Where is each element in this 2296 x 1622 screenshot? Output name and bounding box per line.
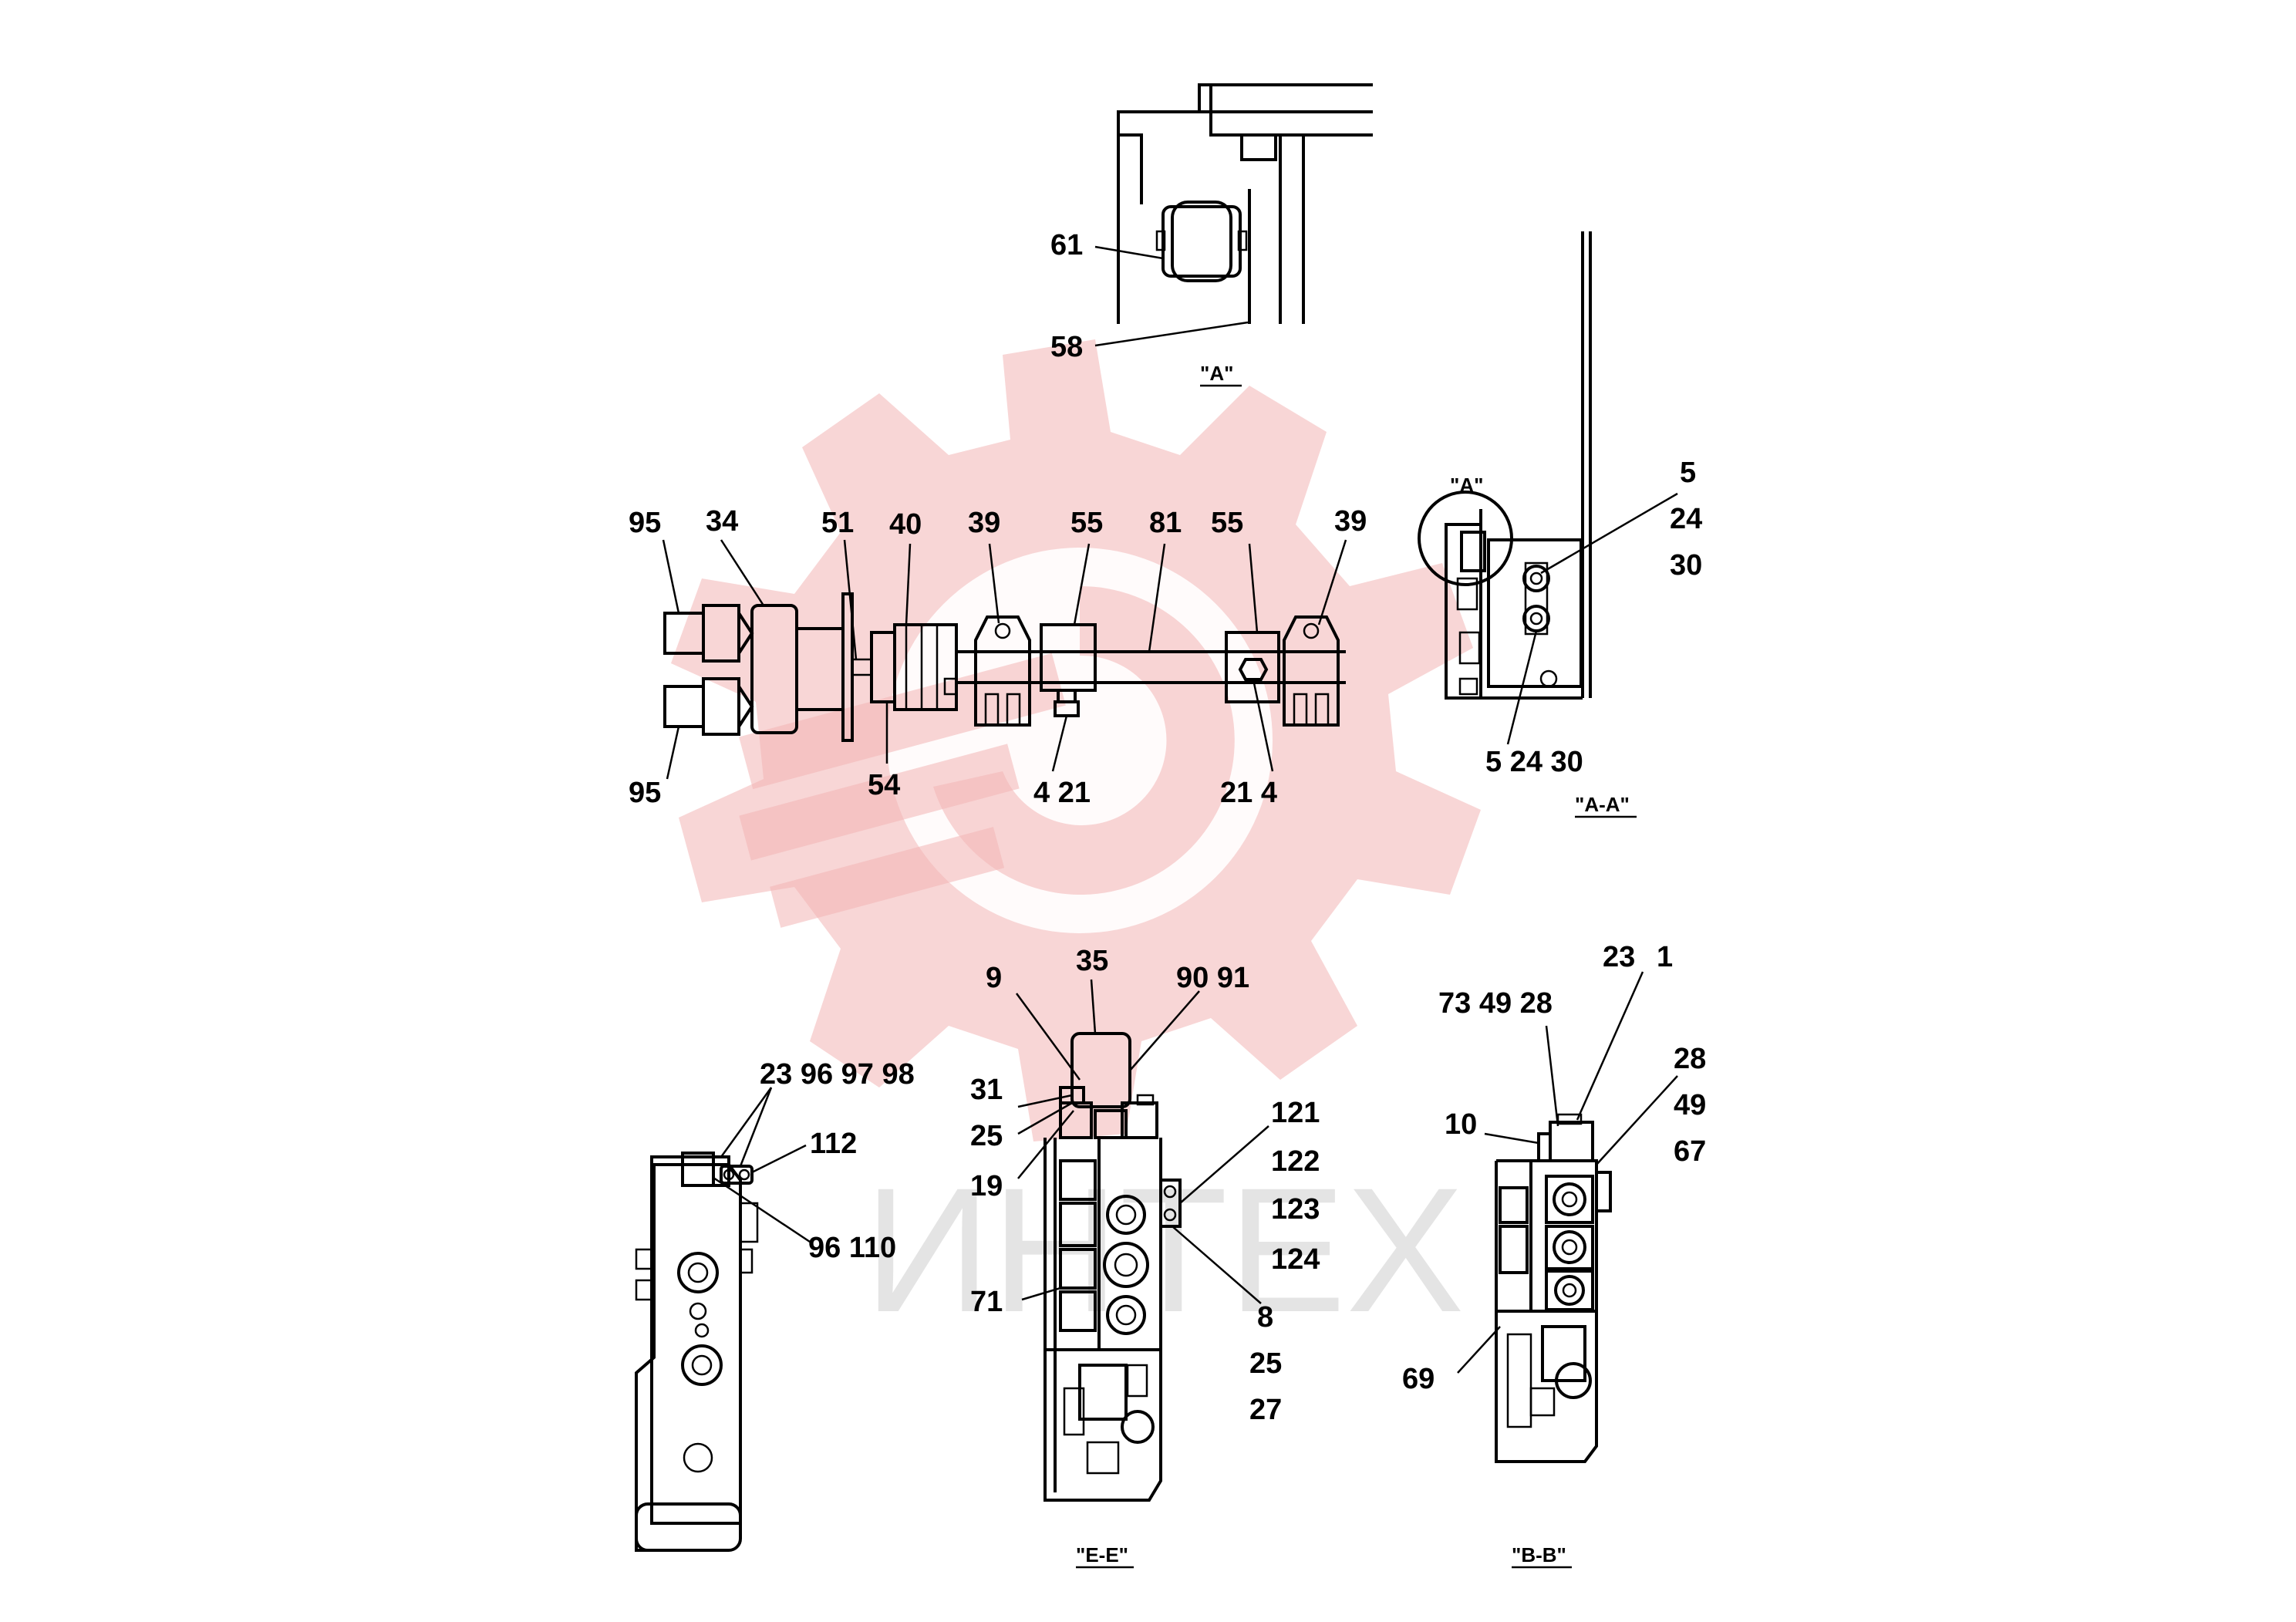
label-69: 69: [1402, 1363, 1435, 1395]
label-121: 121: [1271, 1097, 1320, 1129]
label-5: 5: [1680, 457, 1696, 489]
label-31: 31: [970, 1074, 1003, 1106]
label-122: 122: [1271, 1145, 1320, 1178]
view-a: [1094, 83, 1373, 347]
label-95-bottom: 95: [629, 777, 661, 809]
label-23: 23: [1603, 941, 1635, 973]
view-e-e: [1015, 979, 1269, 1502]
callout-a: "A": [1450, 474, 1483, 497]
label-73-49-28: 73 49 28: [1438, 987, 1553, 1020]
label-5-24-30: 5 24 30: [1485, 746, 1583, 778]
label-90-91: 90 91: [1176, 962, 1249, 994]
label-96-110: 96 110: [808, 1232, 896, 1264]
label-67: 67: [1674, 1135, 1706, 1168]
label-25-ee-bottom: 25: [1249, 1347, 1282, 1380]
watermark-gear-logo: [671, 339, 1481, 1141]
label-51: 51: [821, 507, 854, 539]
label-28: 28: [1674, 1043, 1706, 1075]
view-title-a: "A": [1200, 362, 1233, 385]
label-58: 58: [1050, 331, 1083, 363]
view-left-side: [635, 1087, 811, 1552]
label-123: 123: [1271, 1193, 1320, 1226]
label-61: 61: [1050, 229, 1083, 261]
label-19: 19: [970, 1170, 1003, 1202]
label-23-96-97-98: 23 96 97 98: [760, 1058, 915, 1091]
view-a-a: [1418, 231, 1678, 745]
view-title-b-b: "B-B": [1512, 1543, 1566, 1566]
label-1: 1: [1657, 941, 1673, 973]
label-71: 71: [970, 1286, 1003, 1318]
view-title-a-a: "A-A": [1575, 793, 1630, 816]
label-25-ee-top: 25: [970, 1120, 1003, 1152]
label-95-top: 95: [629, 507, 661, 539]
label-21-4: 21 4: [1220, 777, 1277, 809]
label-4-21: 4 21: [1033, 777, 1091, 809]
label-81: 81: [1149, 507, 1182, 539]
label-55-left: 55: [1070, 507, 1103, 539]
label-55-right: 55: [1211, 507, 1243, 539]
view-title-e-e: "E-E": [1076, 1543, 1128, 1566]
label-49: 49: [1674, 1089, 1706, 1121]
label-9: 9: [986, 962, 1002, 994]
view-b-b: [1457, 971, 1678, 1463]
label-54: 54: [868, 769, 900, 801]
label-39-left: 39: [968, 507, 1000, 539]
watermark-text: ИНТЕХ: [864, 1151, 1465, 1349]
label-124: 124: [1271, 1243, 1320, 1276]
label-10: 10: [1445, 1108, 1477, 1141]
label-35: 35: [1076, 945, 1108, 977]
label-39-right: 39: [1334, 505, 1367, 538]
main-assembly: [662, 539, 1347, 780]
label-8: 8: [1257, 1301, 1273, 1334]
label-34: 34: [706, 505, 738, 538]
label-24: 24: [1670, 503, 1702, 535]
label-27: 27: [1249, 1394, 1282, 1426]
label-40: 40: [889, 508, 922, 541]
label-30: 30: [1670, 549, 1702, 582]
label-112: 112: [810, 1128, 857, 1160]
